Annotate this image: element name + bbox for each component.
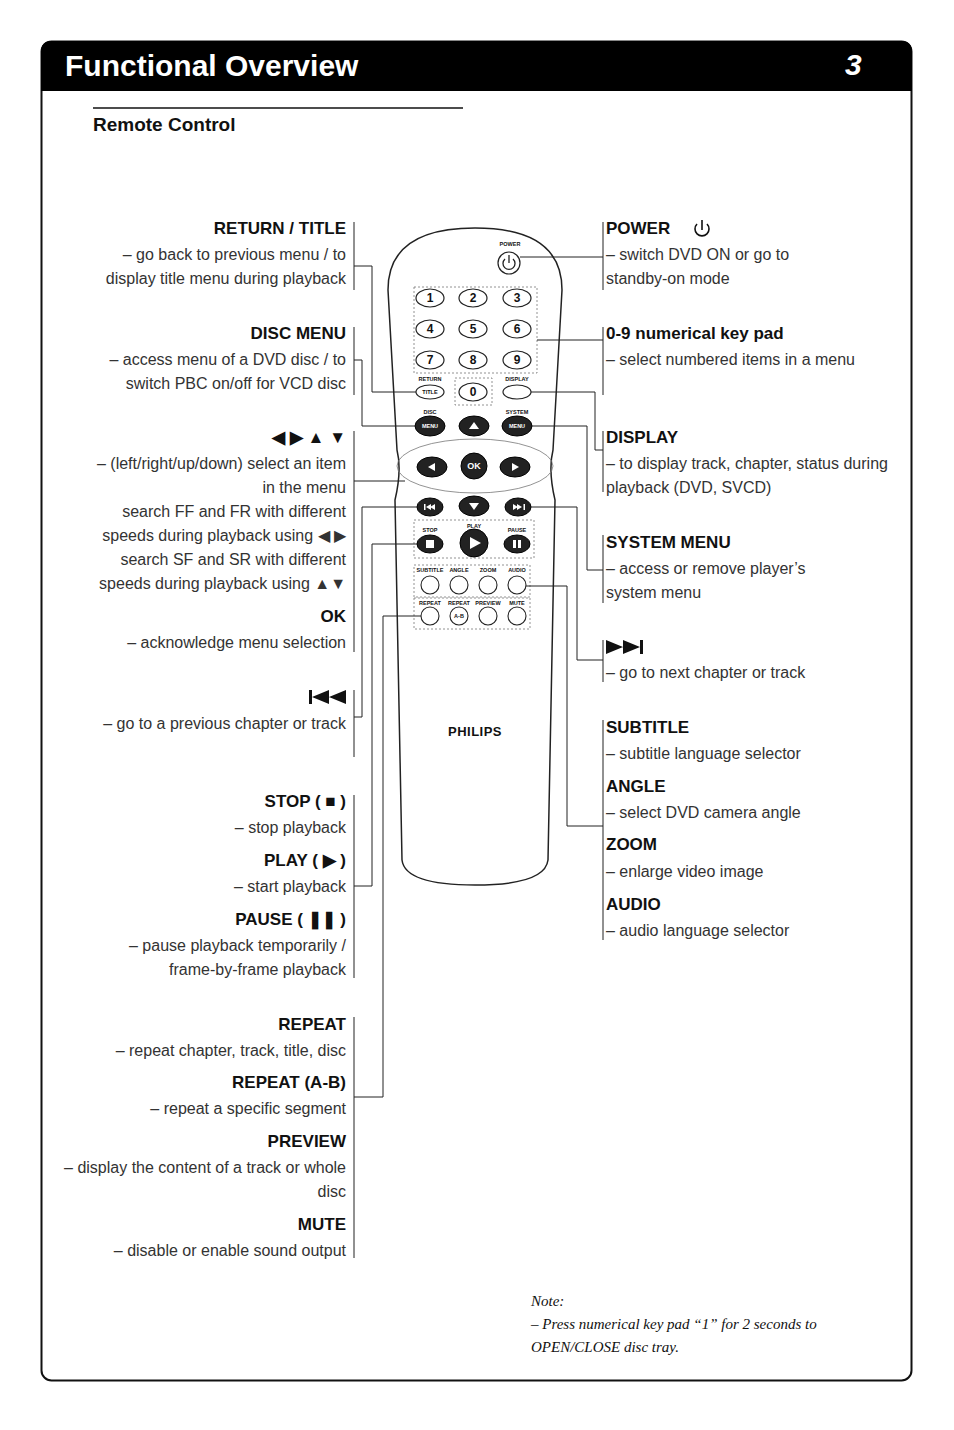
callout-text: – switch DVD ON or go to standby-on mode <box>606 243 846 291</box>
power-button <box>498 252 520 274</box>
button-label: SYSTEM <box>506 409 529 416</box>
page-border <box>42 42 912 1381</box>
header-bar <box>41 41 912 91</box>
callout-text: – acknowledge menu selection <box>56 631 346 655</box>
button-label: A-B <box>454 613 464 620</box>
callout-text: – go back to previous menu / to display … <box>71 243 346 291</box>
callout-heading: ◀ ▶ ▲ ▼ <box>56 428 346 448</box>
heading-rule <box>93 107 463 109</box>
callout-text: – go to a previous chapter or track <box>96 712 346 736</box>
callout-heading: RETURN / TITLE <box>56 219 346 239</box>
callout-heading: SYSTEM MENU <box>606 533 886 553</box>
button-label: PAUSE <box>508 527 527 534</box>
button-label: DISC <box>423 409 436 416</box>
note-text: – Press numerical key pad “1” for 2 seco… <box>531 1313 886 1359</box>
callout-text: – stop playback <box>56 816 346 840</box>
key-number: 4 <box>427 322 434 336</box>
callout-heading: POWER <box>606 219 691 239</box>
callout-heading: STOP ( ■ ) <box>56 792 346 812</box>
button-label: MENU <box>422 423 438 430</box>
callout-heading: ANGLE <box>606 777 886 797</box>
button-label: POWER <box>500 241 521 248</box>
callout-text: – subtitle language selector <box>606 742 891 766</box>
callout-heading: PAUSE ( ❚❚ ) <box>56 910 346 930</box>
callout-text: – repeat a specific segment <box>56 1097 346 1121</box>
remote-body <box>388 228 562 885</box>
button-label: SUBTITLE <box>417 567 444 574</box>
nav-ring <box>397 439 553 493</box>
callout-heading: ZOOM <box>606 835 886 855</box>
prev-icon <box>309 690 346 704</box>
callout-text: – select DVD camera angle <box>606 801 891 825</box>
button-label: PLAY <box>467 523 481 530</box>
power-icon <box>695 220 709 236</box>
leader-lines <box>354 222 603 1258</box>
button-label: PREVIEW <box>475 600 500 607</box>
callout-heading: SUBTITLE <box>606 718 886 738</box>
callout-text: – (left/right/up/down) select an item in… <box>96 452 346 500</box>
section-heading: Remote Control <box>93 113 393 137</box>
button-label: STOP <box>423 527 438 534</box>
button-label: REPEAT <box>419 600 441 607</box>
note-label: Note: <box>531 1290 631 1313</box>
button-label: ANGLE <box>449 567 468 574</box>
callout-text: – enlarge video image <box>606 860 891 884</box>
callout-heading: 0-9 numerical key pad <box>606 324 886 344</box>
key-number: 8 <box>470 353 477 367</box>
key-number: 3 <box>514 291 521 305</box>
power-glyph <box>503 255 515 269</box>
button-label: AUDIO <box>508 567 526 574</box>
callout-heading: PREVIEW <box>56 1132 346 1152</box>
callout-heading: AUDIO <box>606 895 886 915</box>
callout-text: – disable or enable sound output <box>56 1239 346 1263</box>
number-keys <box>416 289 531 401</box>
callout-heading: REPEAT (A-B) <box>56 1073 346 1093</box>
key-number: 2 <box>470 291 477 305</box>
callout-heading: PLAY ( ▶ ) <box>56 851 346 871</box>
key-number: 0 <box>470 385 477 399</box>
key-number: 5 <box>470 322 477 336</box>
key-number: 7 <box>427 353 434 367</box>
callout-text: – to display track, chapter, status duri… <box>606 452 891 500</box>
callout-text: – display the content of a track or whol… <box>56 1156 346 1204</box>
button-label: RETURN <box>419 376 442 383</box>
dark-buttons <box>415 416 532 557</box>
page-number: 3 <box>845 45 885 85</box>
button-label: REPEAT <box>448 600 470 607</box>
brand-logo: PHILIPS <box>448 724 502 739</box>
button-label: DISPLAY <box>505 376 528 383</box>
callout-text: – select numbered items in a menu <box>606 348 856 372</box>
callout-text: – repeat chapter, track, title, disc <box>56 1039 346 1063</box>
callout-text: search SF and SR with different speeds d… <box>84 548 346 596</box>
callout-text: – access menu of a DVD disc / to switch … <box>61 348 346 396</box>
button-label: ZOOM <box>480 567 497 574</box>
callout-text: – go to next chapter or track <box>606 661 891 685</box>
button-label: OK <box>467 461 481 471</box>
button-label: TITLE <box>422 389 437 396</box>
callout-heading: OK <box>56 607 346 627</box>
callout-text: search FF and FR with different speeds d… <box>84 500 346 548</box>
callout-text: – start playback <box>56 875 346 899</box>
page-title: Functional Overview <box>65 46 358 86</box>
next-icon <box>606 640 643 654</box>
callout-text: – access or remove player’s system menu <box>606 557 846 605</box>
button-label: MENU <box>509 423 525 430</box>
button-groups <box>414 287 537 629</box>
callout-heading: REPEAT <box>56 1015 346 1035</box>
callout-text: – pause playback temporarily / frame-by-… <box>84 934 346 982</box>
key-number: 6 <box>514 322 521 336</box>
callout-heading: MUTE <box>56 1215 346 1235</box>
key-number: 9 <box>514 353 521 367</box>
key-number: 1 <box>427 291 434 305</box>
button-label: MUTE <box>509 600 525 607</box>
callout-heading: DISPLAY <box>606 428 886 448</box>
callout-text: – audio language selector <box>606 919 891 943</box>
callout-heading: DISC MENU <box>56 324 346 344</box>
